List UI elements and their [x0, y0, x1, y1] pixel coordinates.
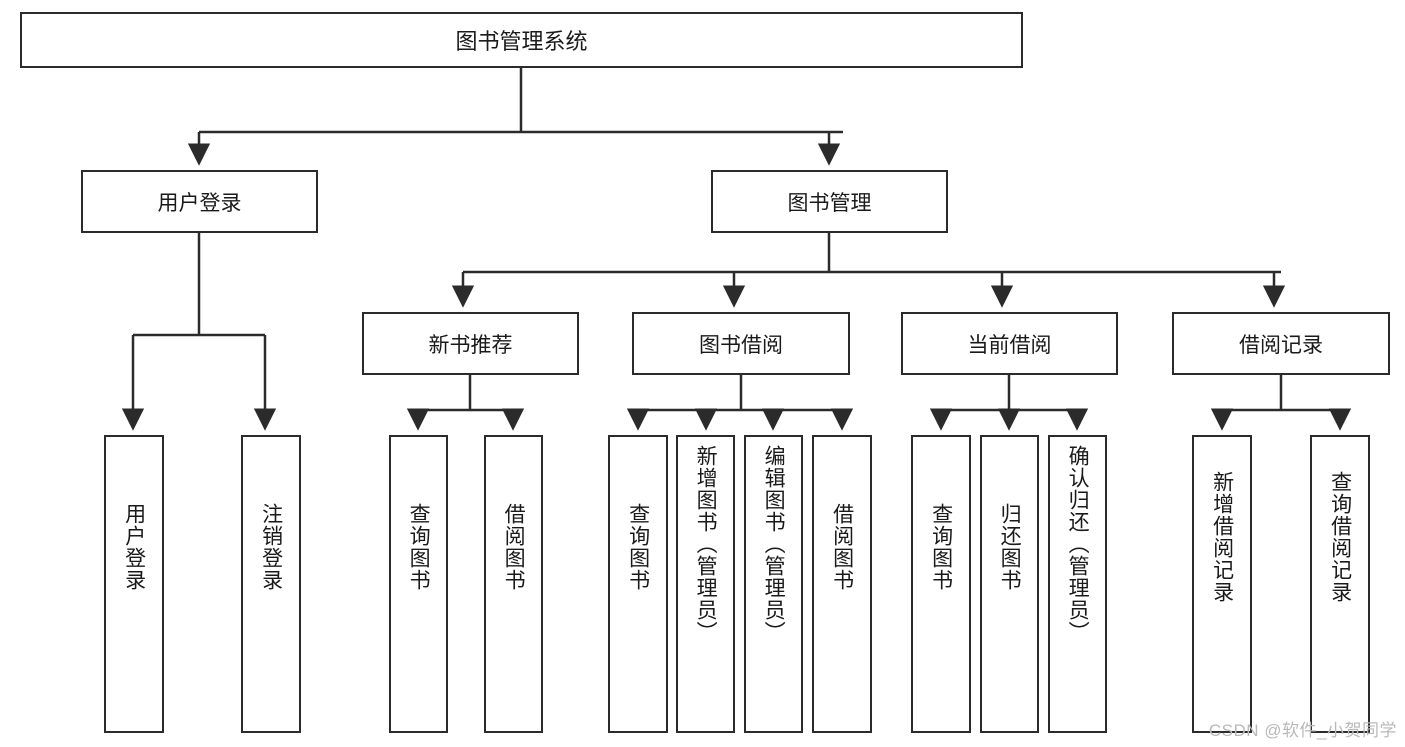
leaf-record-query-record[interactable]: 查询借阅记录 [1310, 435, 1370, 733]
node-book-borrow[interactable]: 图书借阅 [632, 312, 850, 375]
node-book-borrow-label: 图书借阅 [699, 333, 783, 357]
leaf-borrow-query-book-label: 查询图书 [626, 503, 650, 591]
leaf-recommend-borrow-book[interactable]: 借阅图书 [484, 435, 543, 733]
leaf-current-return-book[interactable]: 归还图书 [980, 435, 1039, 733]
leaf-user-login[interactable]: 用户登录 [104, 435, 164, 733]
leaf-recommend-query-book-label: 查询图书 [407, 503, 431, 591]
node-user-login-label: 用户登录 [157, 191, 242, 215]
node-new-book-recommend-label: 新书推荐 [428, 333, 513, 357]
node-current-borrow[interactable]: 当前借阅 [901, 312, 1118, 375]
node-book-management-label: 图书管理 [787, 191, 872, 215]
leaf-borrow-query-book[interactable]: 查询图书 [608, 435, 668, 733]
node-borrow-record[interactable]: 借阅记录 [1172, 312, 1390, 375]
leaf-recommend-query-book[interactable]: 查询图书 [389, 435, 448, 733]
leaf-borrow-add-book[interactable]: 新增图书（管理员） [676, 435, 735, 733]
leaf-record-add-record-label: 新增借阅记录 [1210, 471, 1234, 603]
leaf-current-confirm-return-label: 确认归还（管理员） [1066, 445, 1090, 643]
watermark: CSDN @软件_小贺同学 [1208, 721, 1397, 740]
node-book-management[interactable]: 图书管理 [711, 170, 948, 233]
leaf-borrow-borrow-book[interactable]: 借阅图书 [812, 435, 872, 733]
leaf-borrow-edit-book-label: 编辑图书（管理员） [762, 445, 786, 643]
leaf-recommend-borrow-book-label: 借阅图书 [502, 503, 526, 591]
leaf-logout-label: 注销登录 [259, 503, 283, 591]
node-borrow-record-label: 借阅记录 [1239, 333, 1323, 357]
leaf-record-query-record-label: 查询借阅记录 [1328, 471, 1352, 603]
leaf-borrow-edit-book[interactable]: 编辑图书（管理员） [744, 435, 803, 733]
node-root-label: 图书管理系统 [455, 29, 588, 54]
leaf-user-login-label: 用户登录 [122, 503, 146, 591]
node-root-system[interactable]: 图书管理系统 [20, 12, 1023, 68]
leaf-current-confirm-return[interactable]: 确认归还（管理员） [1048, 435, 1107, 733]
leaf-record-add-record[interactable]: 新增借阅记录 [1192, 435, 1252, 733]
node-user-login[interactable]: 用户登录 [81, 170, 318, 233]
node-new-book-recommend[interactable]: 新书推荐 [362, 312, 579, 375]
leaf-current-return-book-label: 归还图书 [998, 503, 1022, 591]
leaf-borrow-add-book-label: 新增图书（管理员） [694, 445, 718, 643]
node-current-borrow-label: 当前借阅 [967, 333, 1052, 357]
leaf-logout[interactable]: 注销登录 [241, 435, 301, 733]
leaf-current-query-book-label: 查询图书 [929, 503, 953, 591]
leaf-borrow-borrow-book-label: 借阅图书 [830, 503, 854, 591]
leaf-current-query-book[interactable]: 查询图书 [911, 435, 971, 733]
